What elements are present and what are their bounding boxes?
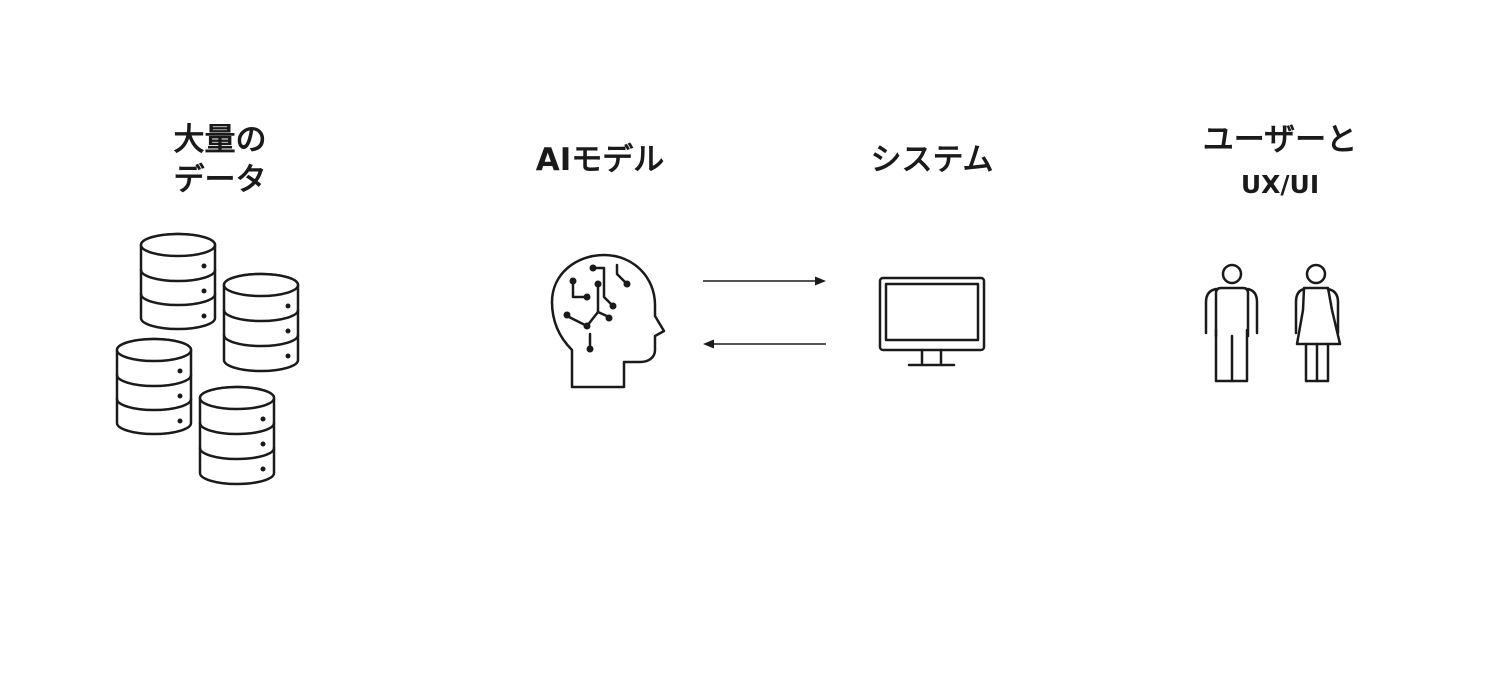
- system-label: システム: [870, 142, 994, 178]
- male-user-icon: [1204, 263, 1259, 383]
- ai-model-label: AIモデル: [535, 142, 665, 178]
- data-label-line: 大量の データ: [173, 122, 267, 198]
- database-cylinder-icon: [115, 337, 193, 436]
- database-cylinder-icon: [139, 232, 217, 331]
- male-female-users-icon: [1204, 263, 1342, 383]
- arrow-system-to-ai: [703, 339, 826, 349]
- computer-monitor-icon: [878, 276, 986, 367]
- database-cylinder-icon: [198, 385, 276, 486]
- data-label: 大量の データ: [120, 120, 320, 200]
- ai-brain-head-icon: [550, 253, 666, 389]
- database-cylinder-icon: [222, 272, 300, 373]
- database-stack-icon: [115, 232, 300, 486]
- ux-ui-label: UX/UI: [1240, 170, 1320, 199]
- arrow-ai-to-system: [703, 276, 826, 286]
- users-label: ユーザーと: [1202, 122, 1358, 158]
- female-user-icon: [1294, 263, 1342, 383]
